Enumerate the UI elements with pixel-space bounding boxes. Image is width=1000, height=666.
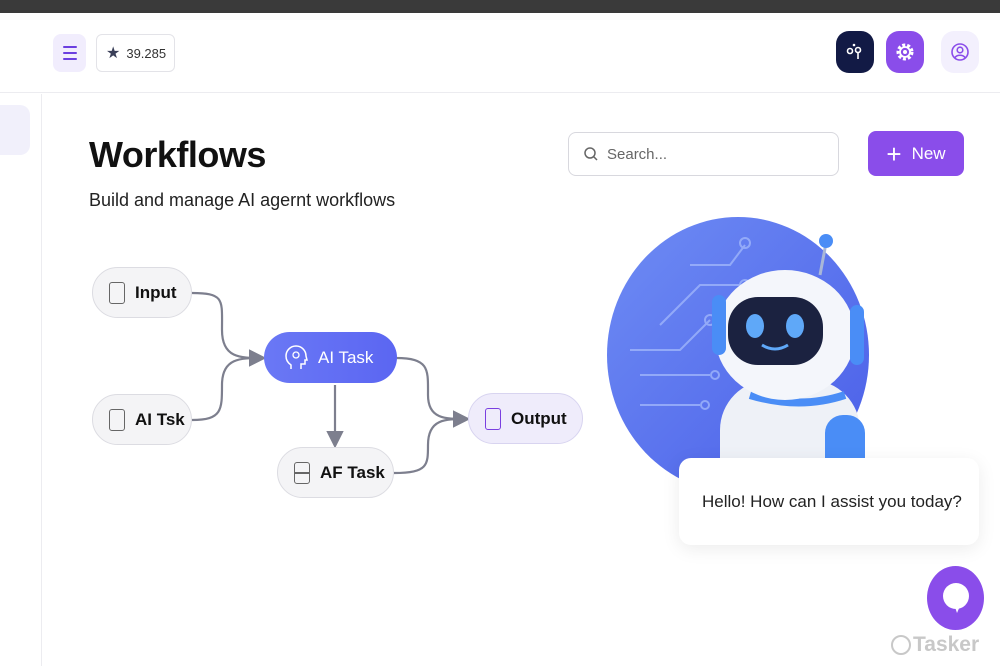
search-icon bbox=[584, 147, 598, 161]
new-button-label: New bbox=[911, 143, 946, 163]
node-label: AF Task bbox=[320, 462, 385, 482]
profile-button[interactable] bbox=[941, 31, 979, 73]
window-top-bar bbox=[0, 0, 1000, 13]
nodes-icon bbox=[846, 43, 862, 59]
node-label: Input bbox=[135, 282, 177, 302]
header: ★ 39.285 bbox=[0, 13, 1000, 93]
document-icon bbox=[109, 408, 125, 431]
node-label: Output bbox=[511, 408, 567, 428]
node-label: AI Task bbox=[318, 347, 374, 367]
workflow-node-output[interactable]: Output bbox=[468, 393, 583, 444]
node-label: AI Tsk bbox=[135, 409, 185, 429]
output-icon bbox=[485, 407, 501, 430]
brain-head-icon bbox=[285, 344, 308, 369]
assistant-message-bubble: Hello! How can I assist you today? bbox=[679, 458, 979, 545]
watermark-logo: Tasker bbox=[891, 633, 979, 657]
chat-bubble-icon bbox=[942, 583, 969, 613]
star-count: 39.285 bbox=[126, 45, 167, 61]
workflow-node-af-task[interactable]: AF Task bbox=[277, 447, 394, 498]
search-input[interactable] bbox=[607, 145, 807, 163]
search-box[interactable] bbox=[568, 132, 839, 176]
workflow-node-ai-tsk[interactable]: AI Tsk bbox=[92, 394, 192, 445]
workflow-node-input[interactable]: Input bbox=[92, 267, 192, 318]
plus-icon: + bbox=[886, 138, 902, 169]
new-workflow-button[interactable]: + New bbox=[868, 131, 964, 176]
integrations-button[interactable] bbox=[836, 31, 874, 73]
workflow-node-ai-task[interactable]: AI Task bbox=[264, 332, 397, 383]
assistant-message: Hello! How can I assist you today? bbox=[702, 491, 962, 511]
watermark-text: Tasker bbox=[913, 633, 980, 656]
page-title: Workflows bbox=[89, 134, 266, 175]
settings-button[interactable] bbox=[886, 31, 924, 73]
watermark-icon bbox=[891, 635, 911, 655]
user-icon bbox=[951, 43, 969, 61]
sidebar bbox=[0, 94, 42, 666]
chat-button[interactable] bbox=[927, 566, 984, 630]
menu-button[interactable] bbox=[53, 34, 86, 72]
star-count-button[interactable]: ★ 39.285 bbox=[96, 34, 175, 72]
star-icon: ★ bbox=[106, 45, 121, 62]
sidebar-item-active[interactable] bbox=[0, 105, 30, 155]
text-icon bbox=[109, 281, 125, 304]
page-subtitle: Build and manage AI agernt workflows bbox=[89, 190, 396, 210]
gear-icon bbox=[896, 43, 914, 61]
database-icon bbox=[294, 461, 310, 484]
